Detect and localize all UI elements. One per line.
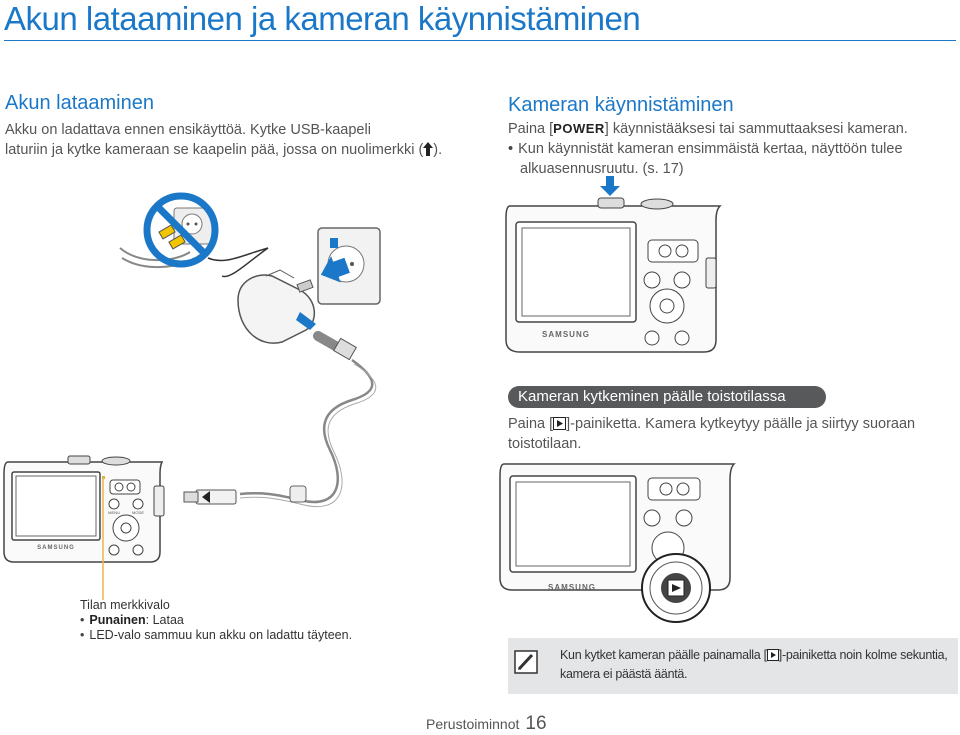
startup-bullet: Kun käynnistät kameran ensimmäistä kerta… — [508, 139, 908, 159]
status-led-off-text: LED-valo sammuu kun akku on ladattu täyt… — [89, 628, 353, 642]
note-pencil-icon — [514, 650, 540, 674]
camera-br-brand: SAMSUNG — [548, 583, 596, 592]
playback-line-1: Paina [ ]-painiketta. Kamera kytkeytyy pä… — [508, 414, 915, 434]
note-line-1: Kun kytket kameran päälle painamalla [ ]-… — [560, 646, 950, 665]
charger-adapter — [237, 269, 316, 344]
usb-cable — [183, 331, 377, 507]
camera-top-brand: SAMSUNG — [542, 330, 590, 339]
startup-text: Paina [POWER] käynnistääksesi tai sammut… — [508, 119, 908, 179]
status-light-item-2: LED-valo sammuu kun akku on ladattu täyt… — [80, 628, 352, 643]
status-red-label: Punainen — [89, 613, 146, 627]
charging-line-2-post: ). — [433, 142, 443, 158]
status-light-title: Tilan merkkivalo — [80, 598, 170, 612]
status-light-legend: Tilan merkkivalo Punainen: Lataa LED-val… — [80, 598, 352, 643]
page-title: Akun lataaminen ja kameran käynnistämine… — [4, 0, 641, 37]
note-line-1-post: ]-painiketta noin kolme sekuntia, — [778, 648, 948, 662]
page-number: 16 — [525, 713, 547, 734]
power-key-label: POWER — [553, 121, 605, 136]
playback-heading-tag: Kameran kytkeminen päälle toistotilassa — [508, 386, 826, 408]
startup-power-pre: Paina [ — [508, 121, 554, 137]
note-playback-icon — [766, 649, 779, 661]
camera-mode-label: MODE — [132, 510, 144, 515]
startup-bullet-line-2: alkuasennusruutu. (s. 17) — [520, 161, 684, 177]
camera-bottom-right: SAMSUNG — [499, 463, 736, 623]
playback-text: Paina [ ]-painiketta. Kamera kytkeytyy pä… — [508, 414, 915, 454]
charging-line-2-pre: laturiin ja kytke kameraan se kaapelin p… — [5, 142, 424, 158]
camera-menu-label: MENU — [108, 510, 120, 515]
camera-top-right: SAMSUNG — [505, 176, 722, 353]
camera-bottom-left: MENU MODE SAMSUNG — [3, 455, 165, 600]
startup-heading: Kameran käynnistäminen — [508, 94, 734, 116]
title-rule — [4, 40, 956, 41]
note-box — [508, 638, 958, 694]
camera-bottom-brand: SAMSUNG — [37, 545, 75, 551]
playback-icon — [553, 417, 567, 430]
playback-line-1-post: ]-painiketta. Kamera kytkeytyy päälle ja… — [566, 416, 916, 432]
wall-socket — [317, 227, 381, 305]
note-text: Kun kytket kameran päälle painamalla [ ]-… — [560, 646, 950, 684]
footer-section: Perustoiminnot — [426, 716, 520, 732]
charging-heading: Akun lataaminen — [5, 92, 154, 114]
no-sign-illustration — [119, 192, 269, 278]
playback-button-icon — [672, 584, 681, 592]
playback-line-2: toistotilaan. — [508, 436, 582, 452]
startup-power-line: Paina [POWER] käynnistääksesi tai sammut… — [508, 119, 908, 139]
status-light-item-1: Punainen: Lataa — [80, 613, 352, 628]
playback-line-1-pre: Paina [ — [508, 416, 554, 432]
no-sign-icon — [143, 192, 219, 268]
charging-line-2: laturiin ja kytke kameraan se kaapelin p… — [5, 140, 442, 160]
up-arrow-icon — [423, 142, 434, 156]
charging-line-1: Akku on ladattava ennen ensikäyttöä. Kyt… — [5, 122, 371, 138]
page-footer: Perustoiminnot 16 — [426, 713, 547, 735]
note-line-2: kamera ei päästä ääntä. — [560, 667, 688, 681]
startup-power-post: ] käynnistääksesi tai sammuttaaksesi kam… — [604, 121, 908, 137]
charging-text: Akku on ladattava ennen ensikäyttöä. Kyt… — [5, 120, 442, 160]
status-red-value: : Lataa — [145, 613, 184, 627]
note-line-1-pre: Kun kytket kameran päälle painamalla [ — [560, 648, 767, 662]
startup-bullet-line-1: Kun käynnistät kameran ensimmäistä kerta… — [518, 141, 903, 157]
